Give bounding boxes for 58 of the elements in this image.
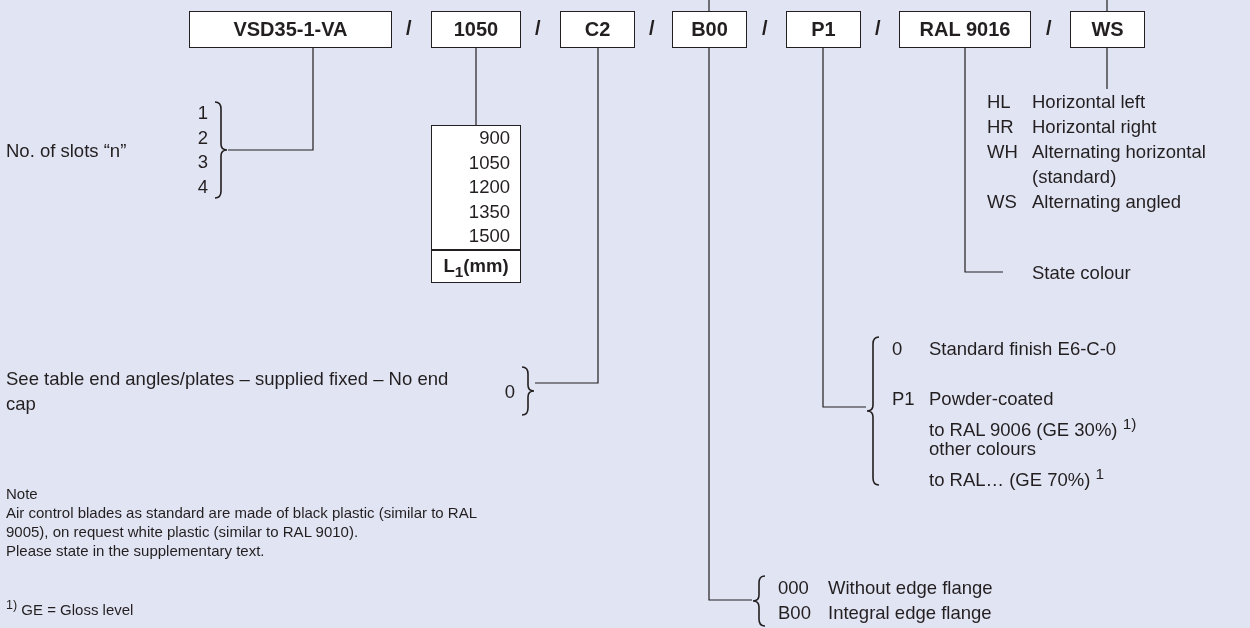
note-text: $^{1)}$ GE = Gloss level bbox=[6, 597, 134, 619]
length-value: 1200 bbox=[467, 175, 511, 199]
separator-slash: / bbox=[1046, 19, 1052, 38]
connector-line bbox=[534, 47, 599, 384]
connector-line bbox=[964, 47, 1004, 273]
option-code: 0 bbox=[892, 337, 904, 361]
note-text: Please state in the supplementary text. bbox=[6, 541, 265, 560]
connector-line bbox=[475, 47, 477, 126]
length-value: 900 bbox=[478, 126, 511, 150]
separator-slash: / bbox=[762, 19, 768, 38]
connector-line bbox=[1106, 47, 1108, 90]
option-description: Standard finish E6-C-0 bbox=[929, 337, 1118, 361]
option-code: 0 bbox=[504, 379, 515, 404]
option-code: 000 bbox=[778, 576, 810, 600]
column-header: L$_{1}$(mm) bbox=[432, 248, 520, 287]
connector-line bbox=[822, 47, 867, 408]
option-code: WH bbox=[987, 140, 1019, 164]
option-code: 1 bbox=[197, 101, 208, 125]
option-code: P1 bbox=[892, 387, 916, 411]
connector-line bbox=[708, 0, 710, 12]
code-box: 1050 bbox=[431, 11, 521, 48]
separator-slash: / bbox=[649, 19, 655, 38]
option-description: Integral edge flange bbox=[828, 601, 993, 625]
option-code: 4 bbox=[197, 174, 208, 199]
length-value: 1350 bbox=[467, 199, 511, 224]
code-box: C2 bbox=[560, 11, 635, 48]
separator-slash: / bbox=[875, 19, 881, 38]
option-code: HL bbox=[987, 90, 1012, 114]
connector-line bbox=[1106, 0, 1108, 12]
note-text: Air control blades as standard are made of black plastic (similar to RAL 9005), on request white plastic (similar to RAL 9010). bbox=[6, 503, 478, 541]
code-box: B00 bbox=[672, 11, 747, 48]
option-description: Horizontal left bbox=[1032, 90, 1147, 114]
length-table bbox=[431, 125, 521, 283]
option-description: Powder-coated bbox=[929, 387, 1055, 411]
separator-slash: / bbox=[406, 19, 412, 38]
length-value: 1500 bbox=[467, 224, 511, 248]
option-description: other colours bbox=[929, 437, 1037, 461]
option-description: Without edge flange bbox=[828, 576, 994, 600]
option-description: Alternating angled bbox=[1032, 190, 1183, 214]
option-description: Alternating horizontal (standard) bbox=[1032, 140, 1207, 189]
option-description: Horizontal right bbox=[1032, 115, 1158, 139]
option-code: 2 bbox=[197, 125, 208, 150]
option-code: B00 bbox=[778, 601, 812, 625]
option-code: WS bbox=[987, 190, 1018, 214]
connector-line bbox=[227, 47, 314, 151]
length-value: 1050 bbox=[467, 150, 511, 175]
option-description: No. of slots “n” bbox=[6, 138, 128, 163]
option-description: See table end angles/plates – supplied fixed – No end cap bbox=[6, 367, 450, 416]
option-code: 3 bbox=[197, 150, 208, 174]
separator-slash: / bbox=[535, 19, 541, 38]
code-box: VSD35-1-VA bbox=[189, 11, 392, 48]
code-box: P1 bbox=[786, 11, 861, 48]
code-box: RAL 9016 bbox=[899, 11, 1031, 48]
code-box: WS bbox=[1070, 11, 1145, 48]
note-text: Note bbox=[6, 484, 38, 503]
option-code: HR bbox=[987, 115, 1015, 139]
connector-line bbox=[708, 47, 753, 601]
note-text: State colour bbox=[1003, 261, 1143, 285]
